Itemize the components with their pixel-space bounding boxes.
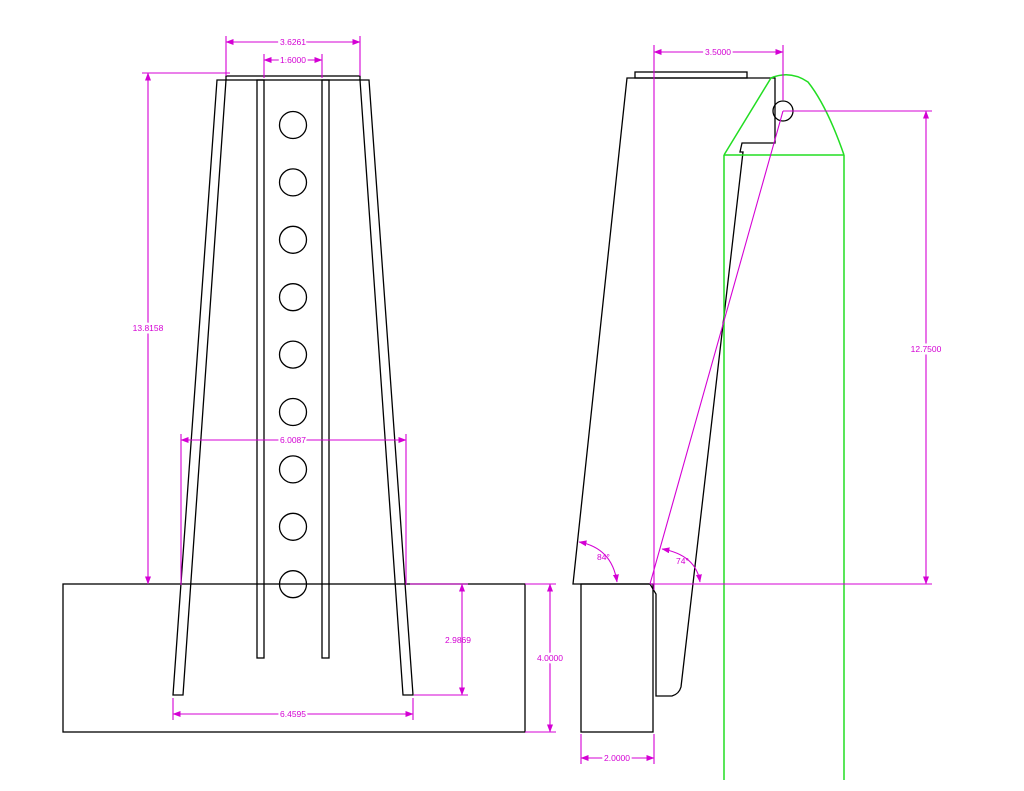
dim-side-top-offset: 3.5000 — [705, 47, 731, 57]
dim-side-base-width: 2.0000 — [604, 753, 630, 763]
dim-leg-spread-bottom: 6.4595 — [280, 709, 306, 719]
dim-angle-right: 74° — [676, 556, 689, 566]
front-view — [62, 75, 526, 733]
front-hole-group — [278, 110, 308, 599]
front-hole — [278, 168, 308, 197]
front-hole — [278, 512, 308, 541]
front-top-plate — [225, 75, 361, 81]
front-hole — [278, 340, 308, 369]
dim-base-height: 4.0000 — [537, 653, 563, 663]
side-view — [572, 71, 794, 733]
side-top-plate — [634, 71, 748, 79]
front-hole — [278, 570, 308, 599]
green-overlay — [723, 74, 845, 780]
side-base-block — [580, 583, 654, 733]
front-hole — [278, 283, 308, 312]
dim-angle-left: 84° — [597, 552, 610, 562]
overlay-lug-profile — [723, 74, 845, 156]
front-channel-left-post — [256, 79, 265, 659]
dim-line-diagonal — [649, 110, 784, 585]
front-left-leg — [172, 79, 227, 696]
angle-arc-left — [578, 540, 619, 583]
angle-arc-right — [661, 547, 702, 583]
side-upright-body — [572, 77, 776, 697]
front-channel-right-post — [321, 79, 330, 659]
dim-channel-width: 1.6000 — [280, 55, 306, 65]
dim-side-height: 12.7500 — [911, 344, 942, 354]
dim-front-height: 13.8158 — [133, 323, 164, 333]
side-dimensions: 3.5000 12.7500 84° 74° 2.0000 — [578, 45, 944, 765]
dim-front-top-width: 3.6261 — [280, 37, 306, 47]
front-hole — [278, 225, 308, 254]
dim-leg-embed-depth: 2.9869 — [445, 635, 471, 645]
front-hole — [278, 397, 308, 427]
front-right-leg — [359, 79, 414, 696]
front-dimensions: 3.6261 1.6000 13.8158 6.0087 6.4595 2.98… — [130, 35, 566, 733]
front-hole — [278, 110, 308, 140]
front-hole — [278, 455, 308, 484]
dim-leg-spread-mid: 6.0087 — [280, 435, 306, 445]
front-base-block — [62, 583, 526, 733]
